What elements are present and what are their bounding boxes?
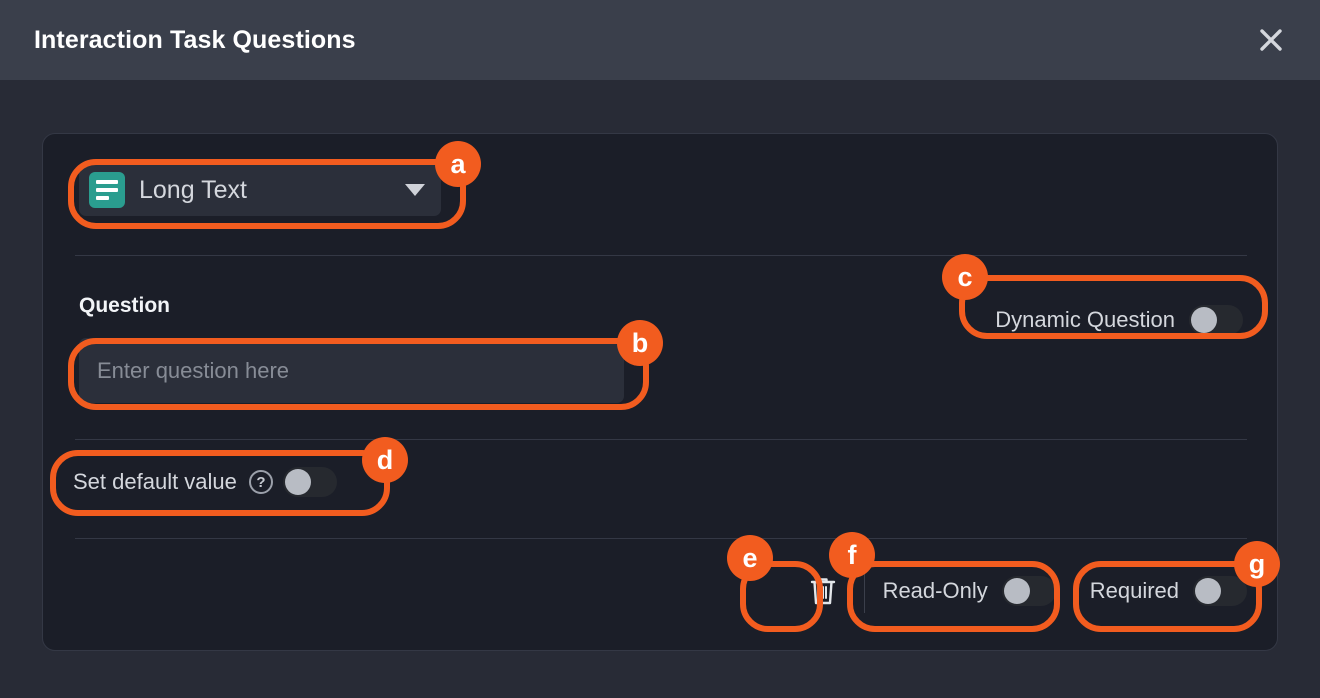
set-default-value-label: Set default value bbox=[73, 469, 237, 494]
question-footer: Read-Only Required bbox=[794, 562, 1247, 620]
dynamic-question-switch[interactable] bbox=[1189, 305, 1243, 335]
delete-question-button[interactable] bbox=[794, 562, 852, 620]
dynamic-question-toggle[interactable]: Dynamic Question bbox=[995, 305, 1243, 335]
read-only-switch[interactable] bbox=[1001, 576, 1056, 606]
close-button[interactable] bbox=[1250, 19, 1292, 61]
question-input[interactable] bbox=[79, 338, 624, 403]
divider-top bbox=[75, 255, 1247, 256]
page-title: Interaction Task Questions bbox=[34, 25, 356, 54]
long-text-icon bbox=[89, 172, 125, 208]
set-default-value-switch[interactable] bbox=[282, 467, 337, 497]
question-type-value: Long Text bbox=[139, 175, 247, 204]
footer-separator bbox=[863, 569, 865, 613]
divider-bottom bbox=[75, 538, 1247, 539]
read-only-label: Read-Only bbox=[882, 578, 988, 603]
question-card: Long Text Question Dynamic Question Set … bbox=[42, 133, 1278, 651]
divider-middle bbox=[75, 439, 1247, 440]
required-switch[interactable] bbox=[1193, 576, 1247, 606]
dialog-titlebar: Interaction Task Questions bbox=[0, 0, 1320, 80]
question-type-dropdown[interactable]: Long Text bbox=[79, 164, 441, 216]
set-default-value-toggle[interactable]: Set default value ? bbox=[73, 467, 337, 497]
dynamic-question-label: Dynamic Question bbox=[995, 307, 1175, 332]
help-circle-icon[interactable]: ? bbox=[248, 470, 273, 494]
close-icon bbox=[1260, 29, 1282, 51]
required-label: Required bbox=[1089, 578, 1179, 603]
chevron-down-icon bbox=[405, 184, 425, 196]
required-toggle[interactable]: Required bbox=[1090, 576, 1247, 606]
trash-icon bbox=[810, 578, 835, 605]
read-only-toggle[interactable]: Read-Only bbox=[883, 576, 1056, 606]
question-label: Question bbox=[79, 294, 171, 317]
